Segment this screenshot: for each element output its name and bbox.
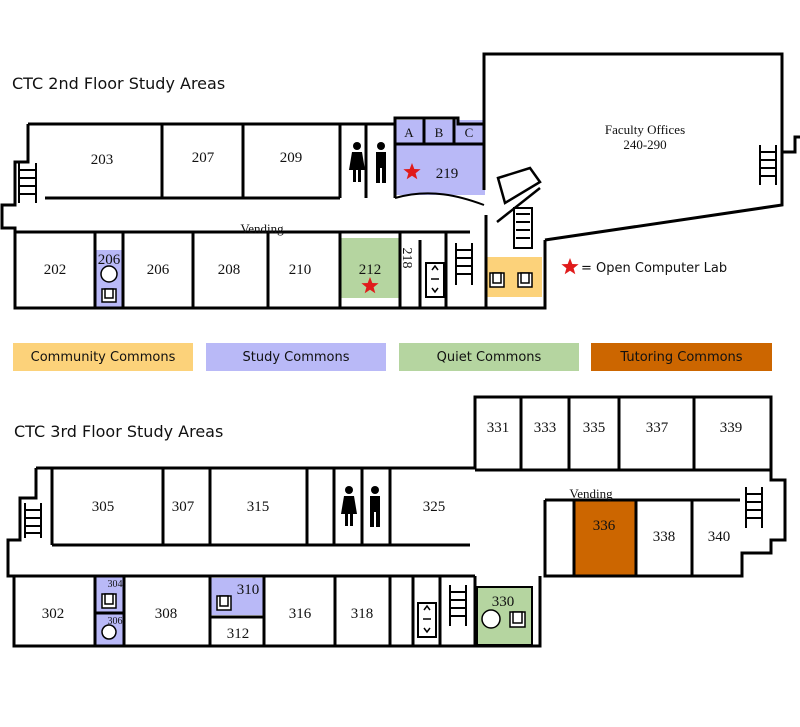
room-308: 308 [155,606,178,622]
room-208: 208 [218,262,241,278]
room-325: 325 [423,499,446,515]
room-337: 337 [646,420,669,436]
room-316: 316 [289,606,312,622]
floor2-stairs-right-icon [759,145,777,185]
study-commons-219 [395,120,485,195]
room-206-small: 206 [98,252,121,268]
room-A: A [404,125,414,140]
room-336: 336 [593,518,616,534]
floor2-restroom-icon [349,142,386,183]
room-209: 209 [280,150,303,166]
open-lab-star-icons [361,163,579,294]
legend-tutoring-commons: Tutoring Commons [591,343,772,371]
room-218: 218 [399,248,414,269]
room-310: 310 [237,582,260,598]
floor3-restroom-icon [341,486,380,527]
room-207: 207 [192,150,215,166]
room-330: 330 [492,594,515,610]
room-219: 219 [436,166,459,182]
room-210: 210 [289,262,312,278]
floor2-elevator-icon [431,264,439,294]
room-335: 335 [583,420,606,436]
faculty-offices-label: Faculty Offices [605,122,685,137]
room-315: 315 [247,499,270,515]
room-339: 339 [720,420,743,436]
floor3-elevator-icon [423,604,431,634]
room-C: C [465,125,474,140]
room-338: 338 [653,529,676,545]
room-203: 203 [91,152,114,168]
floor2-stairs-left-icon [18,163,37,203]
floor2-vending-label: Vending [240,221,284,236]
room-206: 206 [147,262,170,278]
room-B: B [435,125,444,140]
floor3-vending-label: Vending [569,486,613,501]
floor3-stairs-left-icon [24,503,42,538]
room-304: 304 [108,579,123,590]
legend-quiet-commons: Quiet Commons [399,343,579,371]
lab-key-label: = Open Computer Lab [581,261,727,276]
legend-community-commons: Community Commons [13,343,193,371]
room-212: 212 [359,262,382,278]
floor3-seating-icons [101,593,526,640]
room-340: 340 [708,529,731,545]
floor2-seating-icons [100,265,533,303]
legend-study-commons: Study Commons [206,343,386,371]
room-202: 202 [44,262,67,278]
tutoring-commons-336 [574,500,636,576]
room-333: 333 [534,420,557,436]
floor3-stairs-middle-icon [449,585,467,626]
floor3-stairs-right-icon [745,487,763,528]
floor2-stairs-middle-icon [455,243,473,285]
floor2-title: CTC 2nd Floor Study Areas [12,74,225,93]
faculty-offices-range: 240-290 [623,137,666,152]
room-312: 312 [227,626,250,642]
floor3-title: CTC 3rd Floor Study Areas [14,422,223,441]
room-302: 302 [42,606,65,622]
room-305: 305 [92,499,115,515]
room-318: 318 [351,606,374,622]
floor2-stairs-shaft-icon [516,213,530,239]
room-307: 307 [172,499,195,515]
room-331: 331 [487,420,510,436]
room-306: 306 [108,616,123,627]
